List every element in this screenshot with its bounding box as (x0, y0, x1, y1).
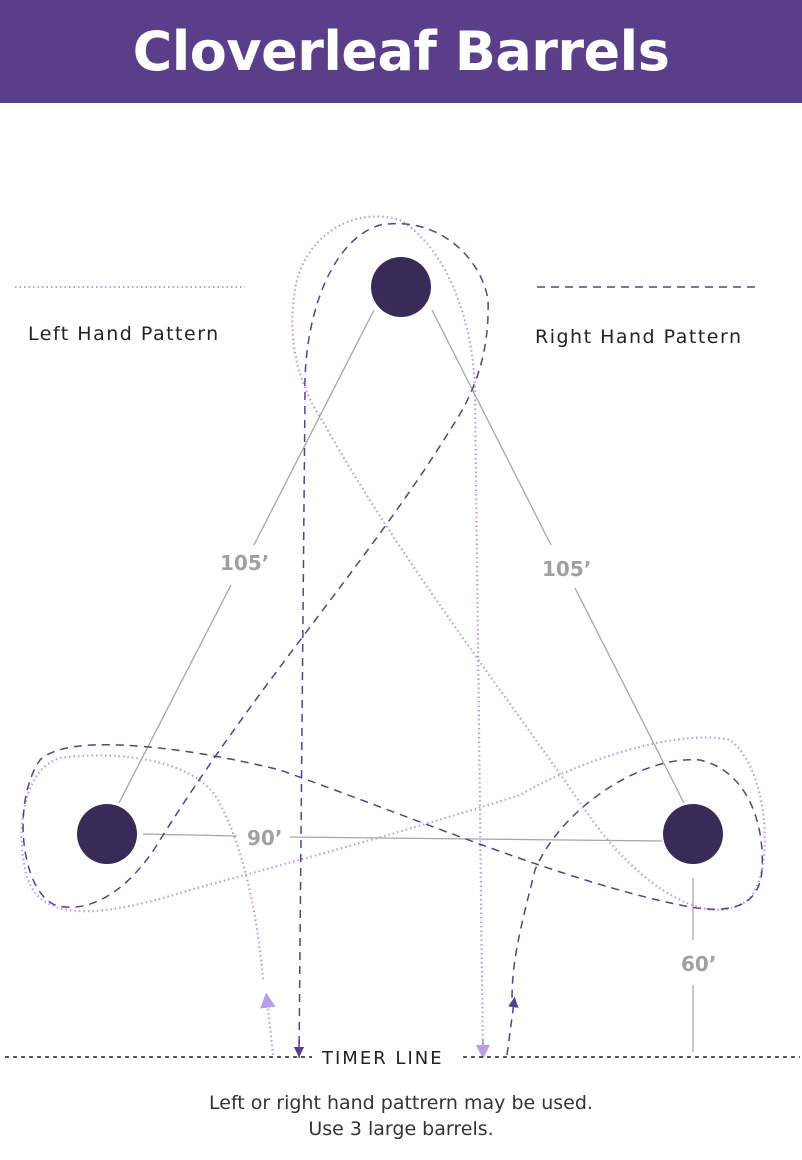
measure-right-lower (574, 587, 685, 804)
measure-left-lower (118, 584, 232, 804)
caption-line-2: Use 3 large barrels. (308, 1118, 494, 1140)
measure-right-upper (431, 309, 552, 546)
distance-right-label: 105’ (542, 557, 591, 581)
measure-base-right (289, 836, 663, 842)
distance-base-label: 90’ (247, 826, 282, 850)
measure-left-upper (253, 309, 375, 546)
legend-right-label: Right Hand Pattern (535, 326, 743, 348)
barrel-right (663, 804, 723, 864)
distance-timer-label: 60’ (681, 952, 716, 976)
distance-left-label: 105’ (220, 551, 269, 575)
barrel-top (371, 257, 431, 317)
timer-line-label: TIMER LINE (321, 1048, 444, 1069)
right-hand-pattern-path (22, 222, 764, 1059)
page-title: Cloverleaf Barrels (132, 20, 670, 83)
title-banner: Cloverleaf Barrels (0, 0, 802, 103)
caption-line-1: Left or right hand pattrern may be used. (209, 1092, 593, 1114)
measurement-lines (118, 309, 694, 1052)
barrel-left (77, 804, 137, 864)
caption: Left or right hand pattrern may be used.… (0, 1090, 802, 1142)
measure-base-left (142, 833, 238, 837)
left-entry-arrow (260, 992, 276, 1056)
legend-left-label: Left Hand Pattern (28, 323, 220, 345)
left-hand-pattern-path (20, 215, 766, 1059)
right-entry-arrow (506, 996, 519, 1056)
